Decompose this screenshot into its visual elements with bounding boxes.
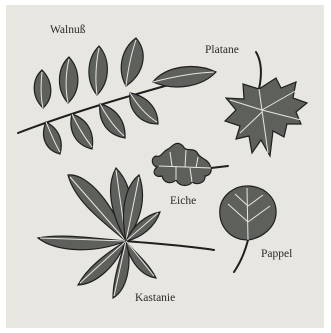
plane-tree-label: Platane xyxy=(205,45,239,57)
plane-tree-leaf xyxy=(225,52,307,156)
oak-label: Eiche xyxy=(170,196,196,208)
walnut-label: Walnuß xyxy=(50,25,85,37)
walnut-leaf xyxy=(18,38,216,154)
poplar-label: Pappel xyxy=(261,249,292,261)
oak-leaf xyxy=(152,143,228,185)
chestnut-label: Kastanie xyxy=(135,293,175,305)
chestnut-leaf xyxy=(38,168,214,298)
